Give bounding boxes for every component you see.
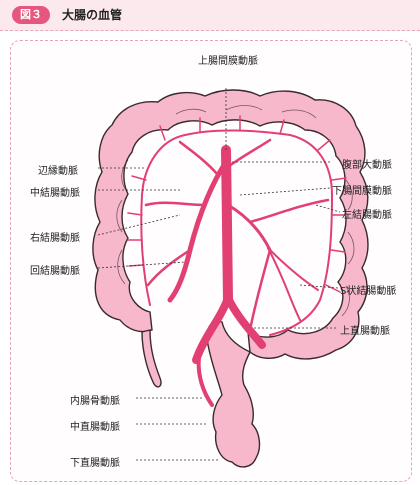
label-inferior-mesenteric-artery: 下腸間膜動脈 <box>332 182 392 197</box>
label-right-colic-artery: 右結腸動脈 <box>30 229 80 244</box>
sigmoid-arteries <box>268 248 318 290</box>
label-superior-rectal-artery: 上直腸動脈 <box>340 322 390 337</box>
label-inferior-rectal-artery: 下直腸動脈 <box>70 454 120 469</box>
label-sigmoid-arteries: S状結腸動脈 <box>340 282 396 297</box>
label-ileocolic-artery: 回結腸動脈 <box>30 262 80 277</box>
right-iliac <box>228 298 262 345</box>
label-left-colic-artery: 左結腸動脈 <box>342 206 392 221</box>
label-middle-colic-artery: 中結腸動脈 <box>30 184 80 199</box>
right-colic <box>146 203 205 205</box>
appendix <box>142 330 161 387</box>
label-middle-rectal-artery: 中直腸動脈 <box>70 418 120 433</box>
aorta <box>226 150 228 300</box>
middle-colic <box>180 142 218 175</box>
label-marginal-artery: 辺縁動脈 <box>38 162 78 177</box>
label-internal-iliac-artery: 内腸骨動脈 <box>70 392 120 407</box>
label-abdominal-aorta: 腹部大動脈 <box>342 156 392 171</box>
internal-iliac <box>199 350 212 405</box>
label-superior-mesenteric-artery: 上腸間膜動脈 <box>198 52 258 67</box>
left-colic <box>250 200 328 222</box>
sma <box>170 162 226 300</box>
ima <box>228 205 270 250</box>
superior-rectal <box>250 250 270 330</box>
